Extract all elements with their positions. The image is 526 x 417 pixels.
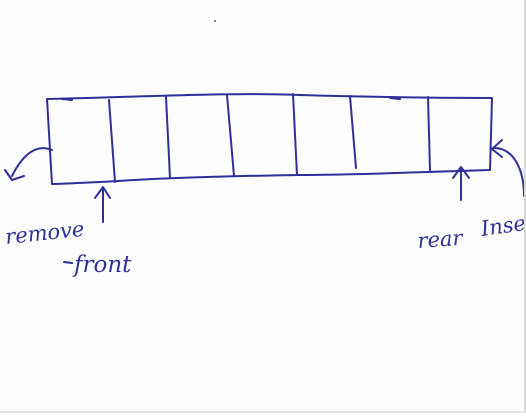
scan-edge-bottom: [0, 411, 526, 413]
insert-label: Inse: [478, 211, 526, 241]
cell-divider-5: [349, 95, 357, 169]
remove-label: remove: [4, 217, 85, 249]
cell-divider-3: [226, 94, 235, 177]
front-label-dash: [63, 261, 73, 264]
front-label: front: [72, 252, 132, 278]
cell-divider-2: [165, 96, 171, 179]
cell-divider-4: [292, 93, 298, 176]
insert-arrow-head: [491, 139, 503, 158]
pen-tick: [61, 98, 73, 101]
rear-pointer-arrow-head: [452, 166, 470, 179]
remove-arrow-head: [4, 169, 25, 181]
paper-speck: [214, 20, 216, 22]
front-pointer-arrow-head: [94, 186, 111, 199]
insert-arrow: [493, 147, 525, 197]
pen-tick: [389, 97, 401, 100]
remove-arrow: [11, 147, 53, 177]
rear-label: rear: [417, 226, 466, 253]
cell-divider-6: [427, 96, 431, 171]
scan-edge-right: [524, 0, 526, 413]
cell-divider-1: [108, 99, 116, 183]
